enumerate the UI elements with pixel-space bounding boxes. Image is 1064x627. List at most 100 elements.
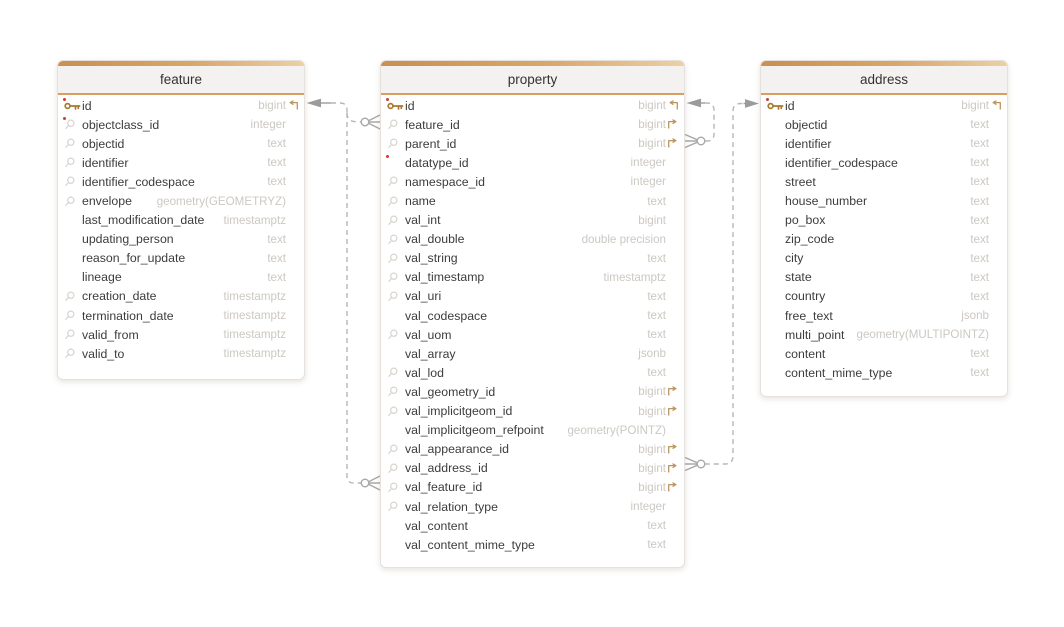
column-row-datatype_id[interactable]: datatype_idinteger [381,153,684,172]
column-row-city[interactable]: citytext [761,249,1007,268]
column-row-val_timestamp[interactable]: val_timestamptimestamptz [381,268,684,287]
column-row-feature_id[interactable]: feature_idbigint [381,115,684,134]
incoming-reference-icon [286,100,299,112]
column-row-valid_from[interactable]: valid_fromtimestamptz [58,325,304,344]
column-row-val_geometry_id[interactable]: val_geometry_idbigint [381,382,684,401]
index-magnifier-icon [64,348,82,360]
column-row-house_number[interactable]: house_numbertext [761,191,1007,210]
table-header[interactable]: feature [58,66,304,95]
column-name: val_implicitgeom_id [405,404,512,418]
column-icon-empty [64,214,82,226]
column-row-multi_point[interactable]: multi_pointgeometry(MULTIPOINTZ) [761,325,1007,344]
column-name: val_timestamp [405,270,484,284]
index-magnifier-icon [387,386,405,398]
column-name: val_uri [405,289,441,303]
index-magnifier-icon [387,119,405,131]
column-row-val_implicitgeom_id[interactable]: val_implicitgeom_idbigint [381,402,684,421]
relationship-property-self[interactable] [685,99,714,148]
table-header[interactable]: address [761,66,1007,95]
column-row-creation_date[interactable]: creation_datetimestamptz [58,287,304,306]
reference-icon-empty [989,176,1002,188]
column-row-identifier[interactable]: identifiertext [58,153,304,172]
column-row-val_appearance_id[interactable]: val_appearance_idbigint [381,440,684,459]
column-name: val_codespace [405,309,487,323]
column-row-val_codespace[interactable]: val_codespacetext [381,306,684,325]
reference-icon-empty [666,252,679,264]
column-name: val_relation_type [405,500,498,514]
column-row-val_address_id[interactable]: val_address_idbigint [381,459,684,478]
reference-icon-empty [989,310,1002,322]
column-row-free_text[interactable]: free_textjsonb [761,306,1007,325]
column-icon-empty [767,233,785,245]
column-type: jsonb [638,347,666,360]
column-row-identifier_codespace[interactable]: identifier_codespacetext [58,172,304,191]
column-type: text [970,252,989,265]
reference-icon-empty [989,233,1002,245]
column-row-street[interactable]: streettext [761,172,1007,191]
column-row-reason_for_update[interactable]: reason_for_updatetext [58,249,304,268]
column-type: text [267,156,286,169]
column-row-po_box[interactable]: po_boxtext [761,211,1007,230]
column-name: id [82,99,92,113]
outgoing-reference-icon [666,119,679,131]
column-row-id[interactable]: idbigint [761,96,1007,115]
table-feature[interactable]: feature idbigintobjectclass_idintegerobj… [57,60,305,380]
column-row-zip_code[interactable]: zip_codetext [761,230,1007,249]
reference-icon-empty [989,119,1002,131]
column-list: idbigintobjectidtextidentifiertextidenti… [761,95,1007,382]
column-row-val_string[interactable]: val_stringtext [381,249,684,268]
reference-icon-empty [286,252,299,264]
index-magnifier-icon [387,138,405,150]
column-row-content[interactable]: contenttext [761,344,1007,363]
column-type: text [267,175,286,188]
column-type: text [970,118,989,131]
column-list: idbigintobjectclass_idintegerobjectidtex… [58,95,304,363]
column-name: objectclass_id [82,118,159,132]
column-row-state[interactable]: statetext [761,268,1007,287]
column-type: timestamptz [224,309,287,322]
relationship-feature-property[interactable] [307,99,381,490]
column-row-id[interactable]: idbigint [58,96,304,115]
column-row-objectclass_id[interactable]: objectclass_idinteger [58,115,304,134]
column-row-updating_person[interactable]: updating_persontext [58,230,304,249]
column-row-objectid[interactable]: objectidtext [761,115,1007,134]
column-row-last_modification_date[interactable]: last_modification_datetimestamptz [58,211,304,230]
column-row-val_implicitgeom_refpoint[interactable]: val_implicitgeom_refpointgeometry(POINTZ… [381,421,684,440]
column-row-identifier_codespace[interactable]: identifier_codespacetext [761,153,1007,172]
column-row-objectid[interactable]: objectidtext [58,134,304,153]
column-row-val_uri[interactable]: val_uritext [381,287,684,306]
column-row-valid_to[interactable]: valid_totimestamptz [58,344,304,363]
column-row-val_relation_type[interactable]: val_relation_typeinteger [381,497,684,516]
column-row-val_lod[interactable]: val_lodtext [381,363,684,382]
column-row-termination_date[interactable]: termination_datetimestamptz [58,306,304,325]
table-header[interactable]: property [381,66,684,95]
column-icon-empty [387,157,405,169]
crow-foot-parent-id [685,135,697,148]
column-row-lineage[interactable]: lineagetext [58,268,304,287]
column-row-val_feature_id[interactable]: val_feature_idbigint [381,478,684,497]
index-magnifier-icon [64,119,82,131]
column-name: last_modification_date [82,213,204,227]
column-row-val_double[interactable]: val_doubledouble precision [381,230,684,249]
column-row-id[interactable]: idbigint [381,96,684,115]
column-row-identifier[interactable]: identifiertext [761,134,1007,153]
column-type: timestamptz [224,328,287,341]
column-row-envelope[interactable]: envelopegeometry(GEOMETRYZ) [58,191,304,210]
column-row-val_content_mime_type[interactable]: val_content_mime_typetext [381,535,684,554]
column-row-namespace_id[interactable]: namespace_idinteger [381,172,684,191]
column-row-name[interactable]: nametext [381,191,684,210]
table-property[interactable]: property idbigintfeature_idbigintparent_… [380,60,685,568]
column-icon-empty [387,520,405,532]
column-row-val_uom[interactable]: val_uomtext [381,325,684,344]
column-row-content_mime_type[interactable]: content_mime_typetext [761,363,1007,382]
column-row-country[interactable]: countrytext [761,287,1007,306]
column-row-val_content[interactable]: val_contenttext [381,516,684,535]
column-row-parent_id[interactable]: parent_idbigint [381,134,684,153]
column-row-val_array[interactable]: val_arrayjsonb [381,344,684,363]
relationship-property-address[interactable] [685,99,759,470]
column-icon-empty [387,310,405,322]
table-address[interactable]: address idbigintobjectidtextidentifierte… [760,60,1008,397]
column-row-val_int[interactable]: val_intbigint [381,211,684,230]
index-magnifier-icon [64,176,82,188]
